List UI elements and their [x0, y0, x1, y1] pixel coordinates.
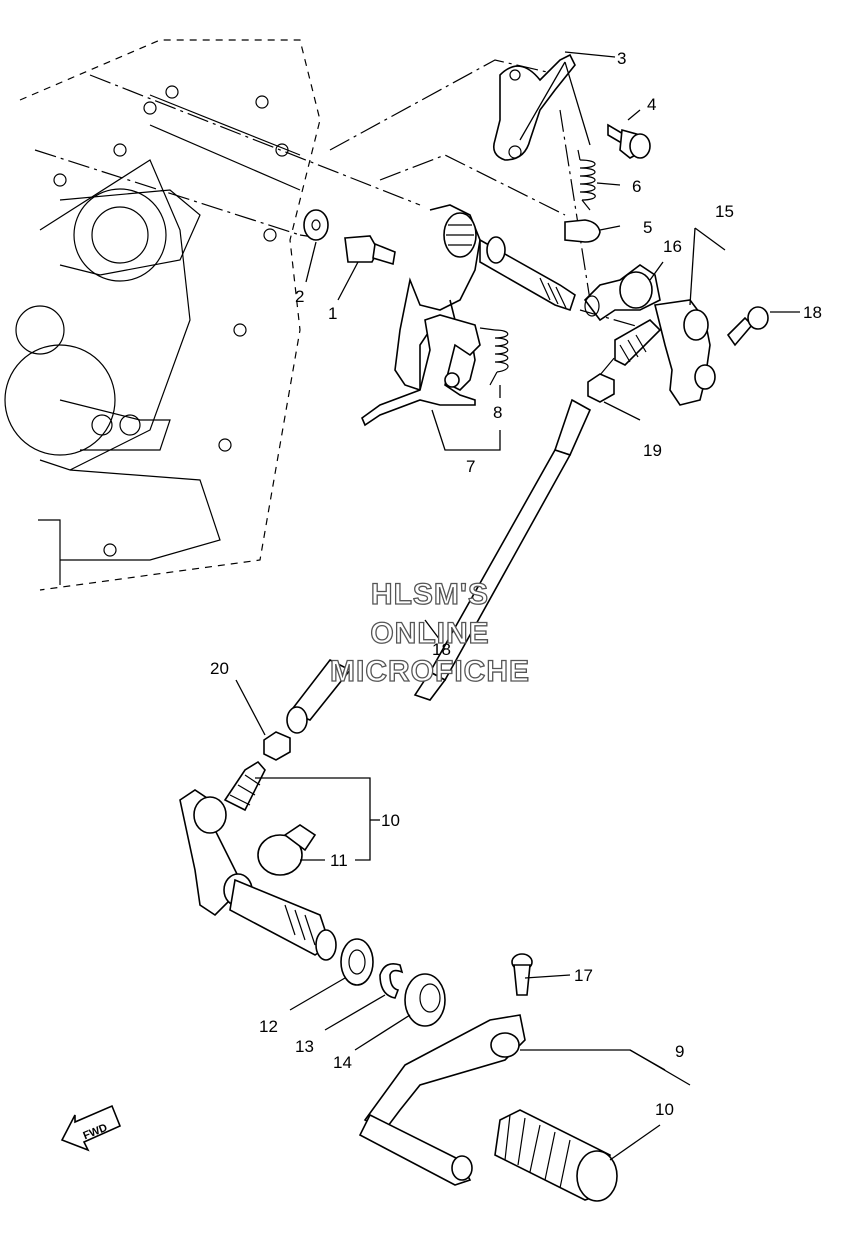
callout-6: 6 [632, 177, 641, 196]
washer-lower [340, 938, 374, 986]
callout-11: 10 [381, 811, 400, 830]
callout-14: 13 [295, 1037, 314, 1056]
callout-3: 3 [617, 49, 626, 68]
collar [404, 973, 446, 1027]
spring-shaft [479, 327, 509, 386]
callout-10-upper: 10 [655, 1100, 674, 1119]
ball-joint-lower [257, 824, 317, 876]
pin [564, 219, 601, 243]
fwd-arrow-icon: FWD [60, 1104, 122, 1152]
callout-numbers: 3 4 6 5 15 16 2 1 18 8 19 7 18 20 10 11 … [210, 49, 822, 1119]
stopper-lever [492, 53, 576, 161]
callout-7: 7 [466, 457, 475, 476]
callout-13: 12 [259, 1017, 278, 1036]
callout-4: 4 [647, 95, 656, 114]
shift-arm-upper [614, 299, 716, 406]
callout-2: 2 [295, 287, 304, 306]
callout-9: 9 [675, 1042, 684, 1061]
callout-17: 16 [663, 237, 682, 256]
callout-19: 18 [432, 640, 451, 659]
washer [303, 209, 329, 241]
nut-upper [587, 373, 615, 403]
shift-shaft [361, 204, 576, 427]
ball-joint-upper [583, 264, 661, 322]
bolt-lower [511, 953, 533, 996]
screw [607, 123, 651, 159]
callout-16: 15 [715, 202, 734, 221]
nut-lower [263, 731, 291, 761]
callout-12: 11 [330, 851, 348, 870]
watermark-line-3: MICROFICHE [329, 654, 530, 688]
shift-pedal [358, 1014, 526, 1186]
circlip [379, 962, 404, 999]
callout-15: 14 [333, 1053, 352, 1072]
shift-shaft-lower [229, 878, 337, 961]
callout-5: 5 [643, 218, 652, 237]
bolt [344, 235, 396, 266]
callout-21: 19 [643, 441, 662, 460]
crankcase-outline [4, 39, 321, 591]
callout-18-lower: 17 [574, 966, 593, 985]
leader-lines [235, 51, 800, 1161]
spring-upper [577, 149, 596, 211]
watermark-line-1: HLSM'S [370, 577, 490, 611]
callout-8: 8 [493, 403, 502, 422]
watermark-line-2: ONLINE [370, 616, 490, 650]
pedal-rubber [494, 1109, 618, 1202]
callout-18-upper: 18 [803, 303, 822, 322]
callout-20: 20 [210, 659, 229, 678]
shift-rod [286, 398, 592, 734]
bolt-upper [726, 306, 769, 347]
callout-1: 1 [328, 304, 337, 323]
